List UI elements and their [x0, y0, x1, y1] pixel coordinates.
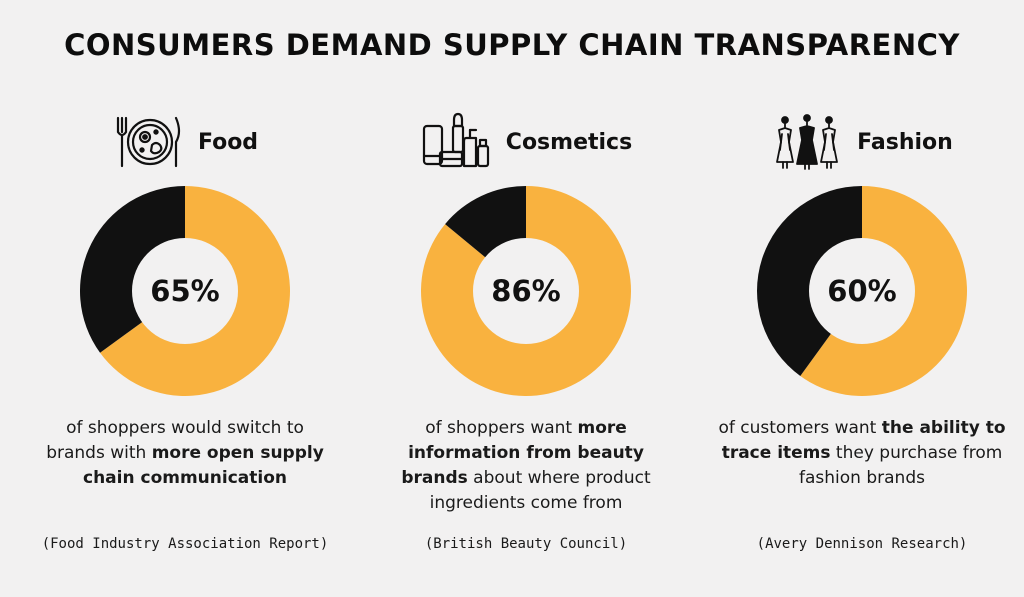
stat-description: of customers want the ability to trace i… [712, 416, 1012, 491]
donut-chart-fashion: 60% [757, 186, 967, 396]
stat-description: of shoppers would switch to brands with … [35, 416, 335, 491]
category-header: Cosmetics [376, 110, 676, 174]
page-title: CONSUMERS DEMAND SUPPLY CHAIN TRANSPAREN… [64, 28, 960, 62]
description-text: of customers want [718, 418, 882, 438]
description-text: of shoppers want [425, 418, 578, 438]
source-citation: (Avery Dennison Research) [756, 536, 968, 552]
percent-label: 86% [491, 274, 560, 308]
percent-label: 65% [150, 274, 219, 308]
donut-hole [473, 238, 579, 344]
dress-mannequins-icon [776, 114, 839, 170]
description-text: they purchase from fashion brands [799, 443, 1003, 488]
description-text: of shoppers would switch to brands with [46, 418, 304, 463]
percent-label: 60% [827, 274, 896, 308]
stat-card-food: Food 65% of shoppers would switch to bra… [35, 100, 335, 580]
category-label: Fashion [857, 129, 953, 155]
description-text: about where product ingredients come fro… [429, 468, 651, 513]
category-label: Cosmetics [505, 129, 633, 155]
category-label: Food [197, 129, 259, 155]
cosmetics-bottles-icon [422, 112, 489, 168]
description-highlight: the ability to trace items [721, 418, 1006, 463]
stat-description: of shoppers want more information from b… [376, 416, 676, 516]
source-citation: (British Beauty Council) [424, 536, 628, 552]
donut-hole [132, 238, 238, 344]
stat-card-fashion: Fashion 60% of customers want the abilit… [712, 100, 1012, 580]
donut-segment-secondary [80, 186, 185, 353]
stat-card-cosmetics: Cosmetics 86% of shoppers want more info… [376, 100, 676, 580]
source-citation: (Food Industry Association Report) [41, 536, 329, 552]
category-header: Fashion [712, 110, 1012, 174]
description-highlight: more open supply chain communication [83, 443, 324, 488]
description-highlight: more information from beauty brands [401, 418, 644, 488]
donut-hole [809, 238, 915, 344]
utensils-plate-icon [116, 116, 181, 168]
donut-segment-secondary [757, 186, 862, 376]
donut-chart-food: 65% [80, 186, 290, 396]
category-header: Food [35, 110, 335, 174]
donut-chart-cosmetics: 86% [421, 186, 631, 396]
